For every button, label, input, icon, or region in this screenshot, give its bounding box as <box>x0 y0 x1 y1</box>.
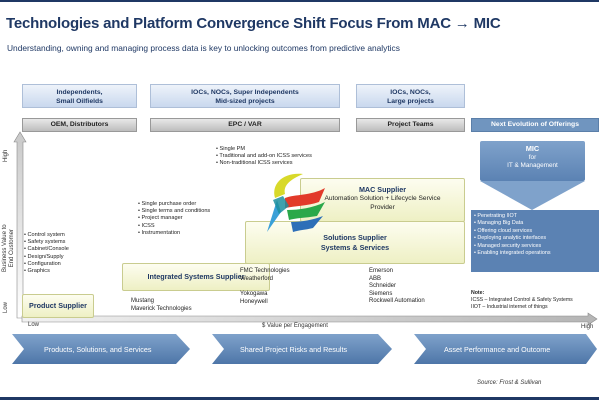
y-axis-title: Business Value to End Customer <box>2 224 15 272</box>
slide-title: Technologies and Platform Convergence Sh… <box>6 15 501 32</box>
stage-chevron-1 <box>12 334 190 364</box>
y-axis-low-label: Low <box>3 301 9 313</box>
stage-label-1: Products, Solutions, and Services <box>44 345 152 354</box>
source-credit: Source: Frost & Sullivan <box>477 380 542 386</box>
mic-offering: Managing Big Data <box>474 220 596 227</box>
mac-bullet: Single PM <box>216 146 312 153</box>
channel-next-evolution: Next Evolution of Offerings <box>471 118 599 132</box>
integrated-bullet: Instrumentation <box>138 230 210 237</box>
mic-offering: Deploying analytic interfaces <box>474 235 596 242</box>
tier-solutions-supplier: Solutions Supplier Systems & Services <box>245 221 465 264</box>
mic-offering: Penetrating IIOT <box>474 213 596 220</box>
slide-subtitle: Understanding, owning and managing proce… <box>7 43 400 53</box>
note-line: IIOT – Industrial internet of things <box>471 304 548 310</box>
mic-offerings-list: Penetrating IIOT Managing Big Data Offer… <box>474 213 596 257</box>
vendors-solutions-left: FMC Technologies Weatherford <box>240 268 290 282</box>
bottom-rule <box>0 397 599 400</box>
stage-chevron-2 <box>212 334 392 364</box>
integrated-bullet: Single purchase order <box>138 201 210 208</box>
mac-bullet: Non-traditional ICSS services <box>216 160 312 167</box>
tier-product-supplier: Product Supplier <box>22 294 94 318</box>
channel-project-teams: Project Teams <box>356 118 465 132</box>
convergence-swirl-icon <box>267 173 325 232</box>
product-bullet: Cabinet/Console <box>24 246 69 253</box>
mac-supplier-title: MAC Supplier <box>358 185 407 194</box>
mic-down-arrow-icon <box>480 181 585 210</box>
stage-label-3: Asset Performance and Outcome <box>444 345 551 354</box>
value-axes <box>13 131 598 326</box>
segment-mid-sized-projects: IOCs, NOCs, Super Independents Mid-sized… <box>150 84 340 108</box>
integrated-bullet: ICSS <box>138 223 210 230</box>
vendors-solutions-left2: Yokogawa Honeywell <box>240 291 268 305</box>
vendors-product: Mustang Maverick Technologies <box>131 298 192 312</box>
note-block: Note: ICSS – Integrated Control & Safety… <box>471 290 573 311</box>
y-axis-high-label: High <box>3 149 9 162</box>
mic-for: for <box>528 153 537 161</box>
y-axis-arrow <box>13 131 27 319</box>
stage-chevrons <box>12 334 597 364</box>
x-axis-high-label: High <box>581 324 594 330</box>
mic-offering: Managed security services <box>474 243 596 250</box>
x-axis-low-label: Low <box>28 322 40 328</box>
vendors-solutions-right: Emerson ABB Schneider Siemens Rockwell A… <box>369 268 425 305</box>
mac-bullets: Single PM Traditional and add-on ICSS se… <box>216 146 312 168</box>
product-bullet: Graphics <box>24 268 69 275</box>
product-bullet: Control system <box>24 232 69 239</box>
integrated-bullet: Project manager <box>138 215 210 222</box>
mic-box: MIC for IT & Management <box>480 141 585 181</box>
mic-offerings-panel: Penetrating IIOT Managing Big Data Offer… <box>471 210 599 272</box>
integrated-bullet: Single terms and conditions <box>138 208 211 215</box>
integrated-bullets: Single purchase order Single terms and c… <box>138 201 211 237</box>
note-line: ICSS – Integrated Control & Safety Syste… <box>471 297 573 303</box>
channel-oem-distributors: OEM, Distributors <box>22 118 137 132</box>
mic-offering: Offering cloud services <box>474 228 596 235</box>
channel-epc-var: EPC / VAR <box>150 118 340 132</box>
tier-mac-supplier: MAC Supplier Automation Solution + Lifec… <box>300 178 465 222</box>
segment-small-oilfields: Independents, Small Oilfields <box>22 84 137 108</box>
product-bullet: Design/Supply <box>24 254 69 261</box>
stage-label-2: Shared Project Risks and Results <box>240 345 348 354</box>
mac-bullet: Traditional and add-on ICSS services <box>216 153 311 160</box>
product-bullet: Safety systems <box>24 239 69 246</box>
mic-focus: IT & Management <box>507 162 558 170</box>
x-axis-arrow <box>21 312 598 326</box>
mic-offering: Enabling integrated operations <box>474 250 596 257</box>
stage-chevron-3 <box>414 334 597 364</box>
mic-title: MIC <box>525 144 540 153</box>
x-axis-title: $ Value per Engagement <box>262 323 328 329</box>
segment-large-projects: IOCs, NOCs, Large projects <box>356 84 465 108</box>
mac-supplier-sub: Automation Solution + Lifecycle Service … <box>324 195 441 211</box>
product-bullets: Control system Safety systems Cabinet/Co… <box>24 232 69 275</box>
tier-integrated-systems-supplier: Integrated Systems Supplier <box>122 263 270 291</box>
top-rule <box>0 0 599 2</box>
product-bullet: Configuration <box>24 261 69 268</box>
note-heading: Note: <box>471 290 485 296</box>
